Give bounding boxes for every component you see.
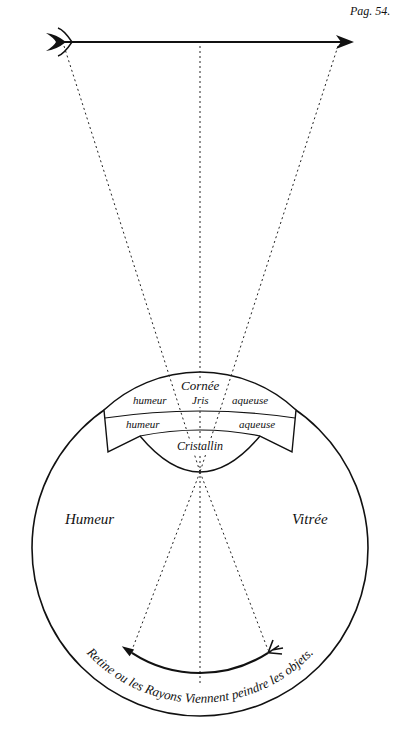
object-arrow — [46, 28, 354, 56]
image-arrow — [122, 640, 283, 673]
part-name: humeur — [124, 418, 162, 431]
part-name: Humeur — [63, 511, 116, 528]
part-name: aqueuse — [237, 418, 277, 431]
part-name: Vitrée — [290, 511, 330, 528]
part-name: Cristallin — [175, 440, 225, 454]
part-name: Cornée — [179, 379, 221, 394]
light-rays — [64, 46, 338, 684]
part-name: aqueuse — [230, 394, 270, 407]
retina-caption: Retine ou les Rayons Viennent peindre le… — [83, 644, 315, 706]
part-name: Jris — [190, 394, 211, 407]
part-name: humeur — [131, 394, 169, 407]
page-number: Pag. 54. — [348, 5, 392, 19]
